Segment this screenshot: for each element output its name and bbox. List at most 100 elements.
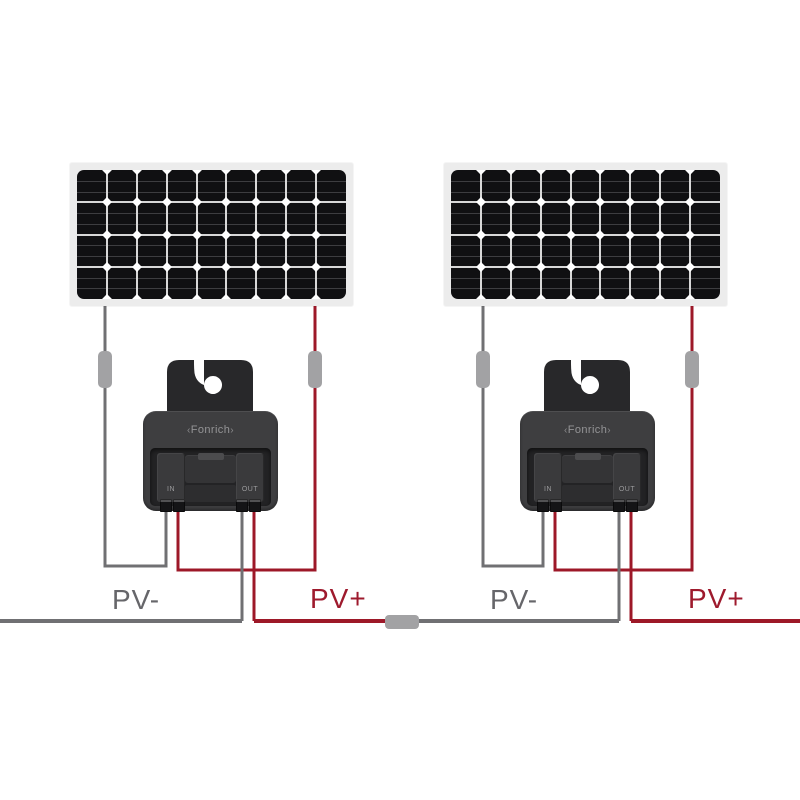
pv-minus-label-2: PV- bbox=[490, 584, 539, 615]
pv-plus-label-2: PV+ bbox=[688, 583, 745, 614]
cell-divider bbox=[77, 233, 346, 236]
cell-divider bbox=[451, 256, 720, 257]
clip-notch bbox=[197, 453, 224, 460]
pv-plus-label-1: PV+ bbox=[310, 583, 367, 614]
cell-junction-diamond bbox=[535, 197, 546, 208]
panel-cell-grid bbox=[77, 170, 346, 299]
cell-divider bbox=[451, 180, 720, 182]
center-lower-module bbox=[185, 485, 236, 502]
cable-connector bbox=[308, 351, 322, 388]
microinverter-2: ‹Fonrich› IN OUT bbox=[520, 360, 655, 513]
cell-divider bbox=[451, 201, 720, 204]
cell-junction-diamond bbox=[595, 170, 606, 175]
cell-divider bbox=[77, 223, 346, 225]
inverter-body: ‹Fonrich› IN OUT bbox=[143, 411, 278, 512]
cell-junction-diamond bbox=[505, 294, 516, 299]
cell-divider bbox=[77, 288, 346, 290]
output-port: OUT bbox=[236, 453, 264, 502]
cell-junction-diamond bbox=[655, 294, 666, 299]
cell-junction-diamond bbox=[565, 261, 576, 272]
output-pin-positive bbox=[625, 499, 638, 512]
cell-junction-diamond bbox=[161, 170, 172, 175]
cell-junction-diamond bbox=[685, 294, 696, 299]
cell-junction-diamond bbox=[311, 170, 322, 175]
cell-junction-diamond bbox=[311, 294, 322, 299]
cell-divider bbox=[77, 245, 346, 247]
connector-bay: IN OUT bbox=[150, 448, 271, 506]
cell-junction-diamond bbox=[131, 197, 142, 208]
cell-junction-diamond bbox=[535, 170, 546, 175]
center-module bbox=[185, 453, 236, 483]
cell-junction-diamond bbox=[281, 294, 292, 299]
cell-junction-diamond bbox=[655, 261, 666, 272]
cell-divider bbox=[77, 201, 346, 204]
panel-cell-grid bbox=[451, 170, 720, 299]
cell-junction-diamond bbox=[685, 197, 696, 208]
cell-junction-diamond bbox=[281, 170, 292, 175]
cell-junction-diamond bbox=[311, 261, 322, 272]
cell-junction-diamond bbox=[251, 229, 262, 240]
cell-divider bbox=[451, 213, 720, 214]
clip-notch bbox=[574, 453, 601, 460]
cell-junction-diamond bbox=[565, 197, 576, 208]
cell-junction-diamond bbox=[505, 261, 516, 272]
cell-junction-diamond bbox=[251, 294, 262, 299]
cell-junction-diamond bbox=[475, 229, 486, 240]
cell-junction-diamond bbox=[161, 294, 172, 299]
cell-junction-diamond bbox=[161, 197, 172, 208]
wire-panel2-pv-positive bbox=[553, 300, 694, 572]
connector-bay: IN OUT bbox=[527, 448, 648, 506]
cell-divider bbox=[451, 265, 720, 268]
logo-right-arc-icon: › bbox=[607, 425, 611, 436]
cell-junction-diamond bbox=[595, 197, 606, 208]
cell-junction-diamond bbox=[251, 170, 262, 175]
cell-junction-diamond bbox=[191, 170, 202, 175]
cell-junction-diamond bbox=[505, 197, 516, 208]
logo-right-arc-icon: › bbox=[230, 425, 234, 436]
cell-junction-diamond bbox=[161, 261, 172, 272]
cell-junction-diamond bbox=[161, 229, 172, 240]
cell-junction-diamond bbox=[535, 261, 546, 272]
center-lower-module bbox=[562, 485, 613, 502]
cell-junction-diamond bbox=[685, 229, 696, 240]
cell-junction-diamond bbox=[251, 197, 262, 208]
output-port: OUT bbox=[613, 453, 641, 502]
pv-minus-label-1: PV- bbox=[112, 584, 161, 615]
cell-junction-diamond bbox=[595, 261, 606, 272]
cell-junction-diamond bbox=[655, 197, 666, 208]
cell-junction-diamond bbox=[475, 197, 486, 208]
cell-junction-diamond bbox=[221, 229, 232, 240]
cell-divider bbox=[77, 213, 346, 214]
wire-panel1-pv-negative bbox=[103, 300, 168, 568]
cell-junction-diamond bbox=[475, 261, 486, 272]
cell-junction-diamond bbox=[221, 197, 232, 208]
input-pin-positive bbox=[172, 499, 185, 512]
cell-junction-diamond bbox=[625, 197, 636, 208]
cell-junction-diamond bbox=[131, 294, 142, 299]
output-pin-negative bbox=[236, 499, 248, 512]
cell-divider bbox=[77, 180, 346, 182]
cell-divider bbox=[77, 265, 346, 268]
solar-panel-1 bbox=[70, 163, 353, 306]
cell-junction-diamond bbox=[281, 197, 292, 208]
input-port-label: IN bbox=[544, 486, 552, 493]
cell-junction-diamond bbox=[131, 229, 142, 240]
cell-junction-diamond bbox=[655, 229, 666, 240]
cell-junction-diamond bbox=[685, 261, 696, 272]
brand-logo: ‹Fonrich› bbox=[143, 424, 278, 437]
cell-junction-diamond bbox=[655, 170, 666, 175]
input-port-label: IN bbox=[167, 486, 175, 493]
cell-junction-diamond bbox=[191, 229, 202, 240]
cell-junction-diamond bbox=[101, 197, 112, 208]
cell-junction-diamond bbox=[505, 170, 516, 175]
cell-junction-diamond bbox=[625, 261, 636, 272]
cell-divider bbox=[451, 223, 720, 225]
mounting-bracket-icon bbox=[544, 360, 630, 422]
cell-junction-diamond bbox=[475, 170, 486, 175]
cell-divider bbox=[77, 277, 346, 279]
cell-junction-diamond bbox=[311, 229, 322, 240]
microinverter-1: ‹Fonrich› IN OUT bbox=[143, 360, 278, 513]
cell-divider bbox=[451, 191, 720, 193]
cell-junction-diamond bbox=[535, 294, 546, 299]
